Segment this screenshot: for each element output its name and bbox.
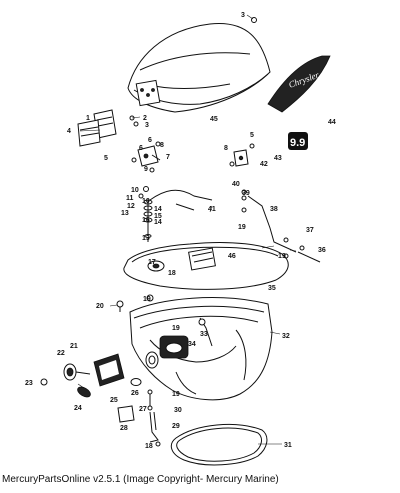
label-bracket-screw-a: 6 bbox=[148, 137, 152, 144]
label-clip-a: 40 bbox=[232, 181, 240, 188]
label-spring-r: 37 bbox=[306, 227, 314, 234]
label-cowl: 45 bbox=[210, 116, 218, 123]
label-seal: 35 bbox=[268, 285, 276, 292]
label-rod: 41 bbox=[208, 206, 216, 213]
throttle-lever[interactable] bbox=[241, 189, 321, 263]
label-pin-r: 19 bbox=[238, 224, 246, 231]
label-latch: 7 bbox=[166, 154, 170, 161]
label-bracket-r: 42 bbox=[260, 161, 268, 168]
label-link-d: 13 bbox=[121, 210, 129, 217]
mount-bolt[interactable] bbox=[116, 300, 124, 312]
label-link-e: 10 bbox=[142, 198, 150, 205]
label-link-c: 12 bbox=[127, 203, 135, 210]
label-knob-23: 23 bbox=[25, 380, 33, 387]
copyright-caption: MercuryPartsOnline v2.5.1 (Image Copyrig… bbox=[2, 474, 279, 485]
right-bracket[interactable] bbox=[229, 143, 255, 167]
label-spring-r2: 36 bbox=[318, 247, 326, 254]
label-link-f: 14 bbox=[154, 206, 162, 213]
top-cowl[interactable] bbox=[127, 23, 271, 113]
label-latch-screw: 5 bbox=[104, 155, 108, 162]
label-gasket-31: 31 bbox=[284, 442, 292, 449]
lower-screws[interactable] bbox=[130, 378, 153, 411]
part-labels: 3 45 44 43 2 3 1 4 6 8 6 5 7 9 5 8 42 10… bbox=[25, 12, 336, 450]
label-screw-27: 27 bbox=[139, 406, 147, 413]
label-screw-26: 26 bbox=[131, 390, 139, 397]
label-lever-30: 30 bbox=[174, 407, 182, 414]
shift-lever[interactable] bbox=[149, 411, 161, 447]
label-link-a: 10 bbox=[131, 187, 139, 194]
label-plate-l: 18 bbox=[168, 270, 176, 277]
label-plate-46: 46 bbox=[228, 253, 236, 260]
bottom-cowl[interactable] bbox=[129, 297, 273, 401]
label-pin-19c: 19 bbox=[172, 391, 180, 398]
label-link-h: 16 bbox=[142, 217, 150, 224]
label-link-g: 15 bbox=[154, 213, 162, 220]
label-plate-screw: 2 bbox=[143, 115, 147, 122]
label-pin-18: 18 bbox=[145, 443, 153, 450]
label-bracket-r-nut: 8 bbox=[224, 145, 228, 152]
plate-gasket[interactable] bbox=[77, 119, 101, 147]
label-clip-b: 39 bbox=[242, 190, 250, 197]
warning-decal[interactable] bbox=[93, 353, 125, 387]
label-plate-washer: 3 bbox=[145, 122, 149, 129]
label-link-j: 13 bbox=[142, 235, 150, 242]
label-lever-29: 29 bbox=[172, 423, 180, 430]
hp-text: 9.9 bbox=[290, 137, 305, 149]
label-link-b: 11 bbox=[126, 195, 134, 202]
choke-knob[interactable] bbox=[40, 363, 92, 399]
label-bracket-screw-c: 6 bbox=[139, 145, 143, 152]
chrysler-decal[interactable]: Chrysler bbox=[267, 55, 331, 113]
cowl-bolt[interactable] bbox=[246, 14, 257, 23]
label-knob-22: 22 bbox=[57, 350, 65, 357]
label-bolt-20: 20 bbox=[96, 303, 104, 310]
latch-bracket[interactable] bbox=[131, 141, 161, 173]
small-decal[interactable] bbox=[117, 405, 135, 423]
label-knob-24: 24 bbox=[74, 405, 82, 412]
linkage-stack[interactable] bbox=[138, 186, 213, 243]
label-pin-l: 17 bbox=[148, 259, 156, 266]
label-plate: 1 bbox=[86, 115, 90, 122]
grommet[interactable] bbox=[146, 294, 154, 302]
label-decal-chrysler: 44 bbox=[328, 119, 336, 126]
label-grommet: 19 bbox=[143, 296, 151, 303]
label-latch-nut: 9 bbox=[144, 166, 148, 173]
label-link-i: 14 bbox=[154, 219, 162, 226]
label-plate-gasket: 4 bbox=[67, 128, 71, 135]
label-bracket-screw-b: 8 bbox=[160, 142, 164, 149]
label-pin-19b: 19 bbox=[172, 325, 180, 332]
label-decal-28: 28 bbox=[120, 425, 128, 432]
hp-decal[interactable]: 9.9 bbox=[288, 132, 308, 150]
label-bracket-34: 34 bbox=[188, 341, 196, 348]
label-cowl-bolt: 3 bbox=[241, 12, 245, 19]
label-decal-hp: 43 bbox=[274, 155, 282, 162]
label-bracket-r-screw: 5 bbox=[250, 132, 254, 139]
label-knob-21: 21 bbox=[70, 343, 78, 350]
bottom-gasket[interactable] bbox=[170, 423, 268, 466]
label-grommet-33: 33 bbox=[200, 331, 208, 338]
label-decal-25: 25 bbox=[110, 397, 118, 404]
label-pin-r2: 19 bbox=[278, 253, 286, 260]
leader-lines bbox=[77, 116, 297, 445]
plate-screws[interactable] bbox=[129, 115, 139, 127]
inner-plate-seal[interactable] bbox=[123, 242, 289, 290]
label-bottom-cowl: 32 bbox=[282, 333, 290, 340]
label-lever-right: 38 bbox=[270, 206, 278, 213]
